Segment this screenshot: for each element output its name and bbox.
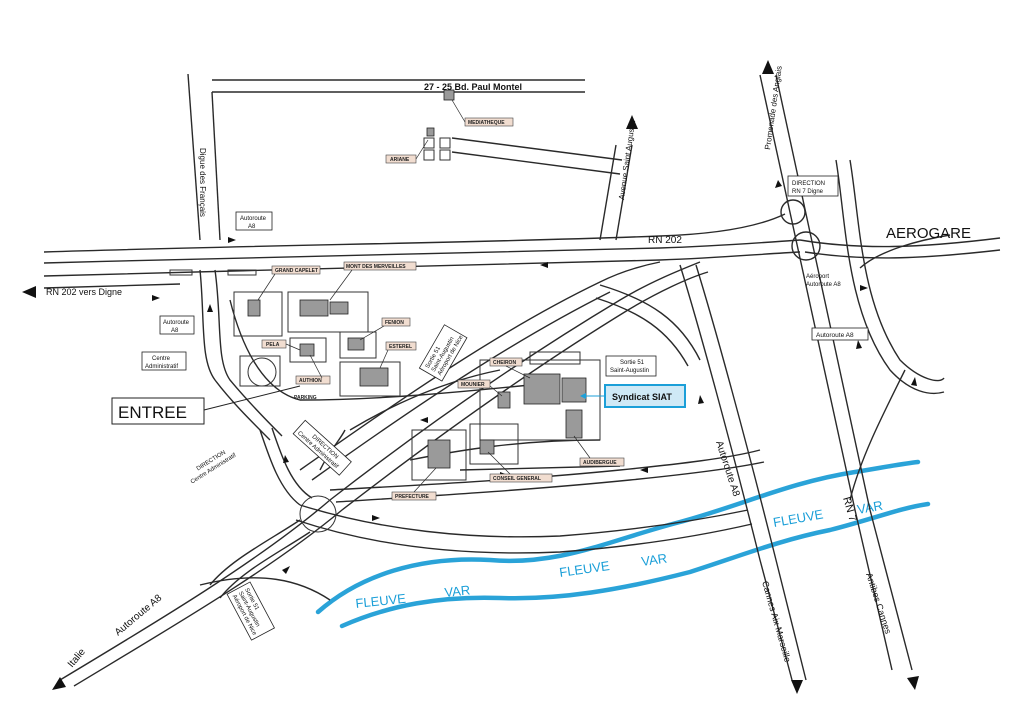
building-label-ariane: ARIANE <box>390 157 410 163</box>
river-var <box>315 459 931 629</box>
box-text: Autoroute <box>163 320 190 326</box>
box-text: Administratif <box>145 364 178 370</box>
entree-box <box>111 397 205 425</box>
southwest-arrow-icon <box>52 677 66 690</box>
river-label: FLEUVE <box>772 506 825 530</box>
roundabout <box>299 495 337 533</box>
roundabout <box>247 357 277 387</box>
direction-centre-free: DIRECTION Centre Administratif <box>190 450 238 486</box>
road-label-rn202-digne: RN 202 vers Digne <box>46 287 122 297</box>
box-centre-administratif <box>141 351 187 371</box>
syndicat-pointer-icon <box>580 393 586 399</box>
building-label-pela: PELA <box>266 342 280 348</box>
building-label-grand-capelet: GRAND CAPELET <box>275 268 318 274</box>
building-label-esterel: ESTEREL <box>389 344 412 350</box>
building-label-cheiron: CHEIRON <box>493 360 516 366</box>
entree-leader <box>203 385 301 411</box>
box-text: A8 <box>171 328 179 334</box>
box-sortie51-right <box>605 355 657 377</box>
box-autoroute-a8-right <box>811 327 869 341</box>
box-direction-rn7 <box>787 175 839 197</box>
syndicat-siat-label: Syndicat SIAT <box>612 392 672 402</box>
building-label-mounier: MOUNIER <box>461 382 485 388</box>
box-autoroute-a8-left <box>159 315 195 335</box>
road-label-promenade: Promenade des Anglais <box>763 65 784 150</box>
box-text: DIRECTION <box>792 181 825 187</box>
parking-markings <box>169 269 257 276</box>
box-autoroute-a8-top <box>235 211 273 231</box>
label-leaders <box>257 99 591 493</box>
box-text: Autoroute A8 <box>816 332 854 339</box>
building-label-mont-des-merveilles: MONT DES MERVEILLES <box>346 264 406 270</box>
road-label-autoroute-a8: Autoroute A8 <box>113 592 165 638</box>
north-arrow-icon <box>762 60 774 74</box>
building-label-authion: AUTHION <box>299 378 322 384</box>
building-labels: MEDIATHEQUE ARIANE GRAND CAPELET MONT DE… <box>261 117 625 501</box>
box-text: Autoroute <box>240 216 267 222</box>
river-label: VAR <box>640 551 668 569</box>
buildings <box>233 89 601 481</box>
river-label: FLEUVE <box>355 591 407 611</box>
box-sortie51-mid: Sortie 51 Saint-Augustin Aéroport de Nic… <box>418 324 468 382</box>
road-label-digue: Digue des Français <box>198 148 207 217</box>
building-label-fenion: FENION <box>385 320 404 326</box>
box-text: Aéroport <box>806 274 829 280</box>
road-arrows <box>152 180 917 574</box>
south-arrow-icon <box>907 676 919 690</box>
box-sortie51-bottom: Sortie 51 Saint-Augustin Aéroport de Nic… <box>226 581 275 641</box>
road-label-bd-paul-montel: 27 - 25 Bd. Paul Montel <box>424 82 522 92</box>
south-arrow-icon <box>791 680 803 694</box>
building-label-prefecture: PREFECTURE <box>395 494 430 500</box>
box-text: Centre <box>152 356 171 362</box>
box-text: Saint-Augustin <box>610 368 649 374</box>
river-label: FLEUVE <box>558 558 610 580</box>
north-arrow-icon <box>626 115 638 129</box>
road-label-rn202: RN 202 <box>648 235 682 246</box>
river-label: VAR <box>444 582 471 600</box>
road-label-italie: Italie <box>66 646 88 670</box>
box-text: A8 <box>248 224 256 230</box>
box-text: Autoroute A8 <box>806 282 841 288</box>
road-network <box>43 73 1001 687</box>
west-arrow-icon <box>22 286 36 298</box>
building-label-mediatheque: MEDIATHEQUE <box>468 120 505 126</box>
road-label-cannes-aix-marseille: Cannes Aix Marseille <box>760 580 793 664</box>
building-label-conseil-general: CONSEIL GENERAL <box>493 476 541 482</box>
box-text: Sortie 51 <box>620 360 645 366</box>
road-label-rn7: RN 7 <box>840 496 858 523</box>
box-text: RN 7 Digne <box>792 189 824 195</box>
building-label-audiberque: AUDIBERGUE <box>583 460 617 466</box>
entree-label: ENTREE <box>118 403 187 422</box>
building-label-parking: PARKING <box>294 395 317 401</box>
place-aerogare: AEROGARE <box>886 225 971 242</box>
